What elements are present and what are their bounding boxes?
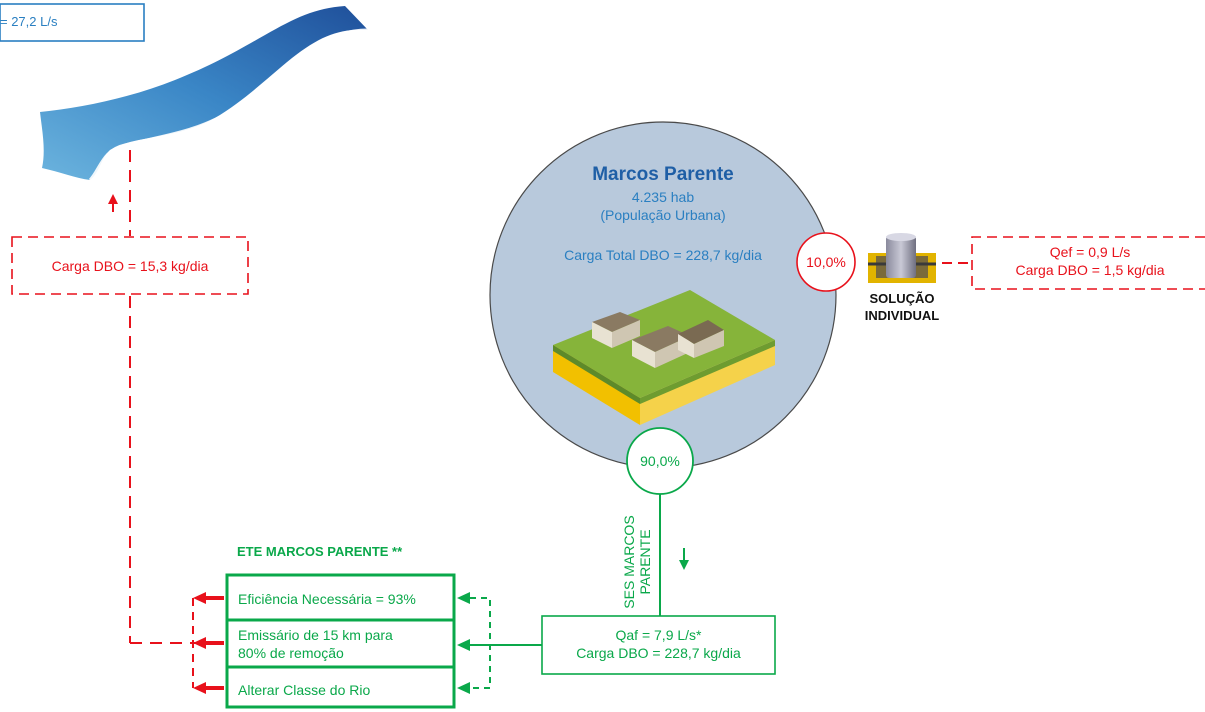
city-population-type: (População Urbana) <box>600 207 726 223</box>
collective-flow: Qaf = 7,9 L/s* <box>615 627 702 643</box>
ete-option-efficiency: Eficiência Necessária = 93% <box>238 591 416 607</box>
river-bank <box>88 28 369 182</box>
river-flow-label: = 27,2 L/s <box>0 14 58 29</box>
river-shape <box>40 6 368 180</box>
collective-system-line1: SES MARCOS <box>621 515 637 609</box>
individual-box-border <box>971 236 1205 290</box>
individual-label-line1: SOLUÇÃO <box>869 291 935 306</box>
ete-option-outfall-line2: 80% de remoção <box>238 645 344 661</box>
septic-tank-icon <box>868 233 936 283</box>
collective-system-line2: PARENTE <box>637 529 653 595</box>
city-population: 4.235 hab <box>631 189 695 205</box>
red-arrows <box>108 194 224 694</box>
individual-flow: Qef = 0,9 L/s <box>1049 244 1131 260</box>
ete-option-outfall-line1: Emissário de 15 km para <box>238 627 393 643</box>
land-block-icon <box>553 290 775 425</box>
river-load-label: Carga DBO = 15,3 kg/dia <box>51 258 209 274</box>
individual-label-line2: INDIVIDUAL <box>864 308 940 323</box>
green-lines <box>470 494 661 689</box>
river-flow-box-border <box>0 3 145 42</box>
city-name: Marcos Parente <box>592 164 734 185</box>
individual-percent: 10,0% <box>806 254 846 270</box>
collective-percent: 90,0% <box>640 453 680 469</box>
river-load-box-border <box>11 236 249 295</box>
collective-system-label: SES MARCOS PARENTE <box>621 502 655 622</box>
green-arrows <box>457 548 689 694</box>
ete-options-border <box>225 573 456 709</box>
individual-load: Carga DBO = 1,5 kg/dia <box>1015 262 1165 278</box>
collective-box-border <box>541 615 776 675</box>
collective-load: Carga DBO = 228,7 kg/dia <box>576 645 741 661</box>
city-total-load: Carga Total DBO = 228,7 kg/dia <box>564 247 762 263</box>
ete-option-river-class: Alterar Classe do Rio <box>238 682 371 698</box>
ete-title: ETE MARCOS PARENTE ** <box>237 544 403 559</box>
individual-percent-circle <box>796 232 856 292</box>
